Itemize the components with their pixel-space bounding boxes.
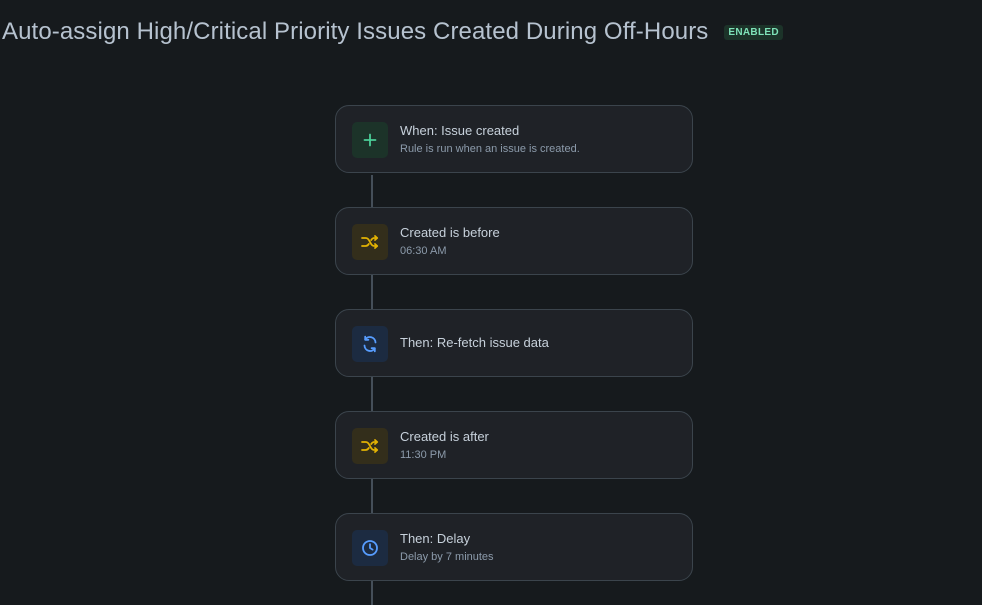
step-description: 11:30 PM — [400, 448, 447, 461]
step-label: Created is before — [400, 224, 500, 240]
condition-card-created-before[interactable]: Created is before 06:30 AM — [335, 207, 693, 275]
step-label: When: Issue created — [400, 122, 520, 138]
step-description: 06:30 AM — [400, 244, 447, 257]
refresh-icon — [352, 326, 388, 362]
rule-title: Auto-assign High/Critical Priority Issue… — [2, 18, 709, 45]
action-card-delay[interactable]: Then: Delay Delay by 7 minutes — [335, 513, 693, 581]
action-card-refetch[interactable]: Then: Re-fetch issue data — [335, 309, 693, 377]
status-badge: ENABLED — [724, 24, 783, 40]
flow-connector — [371, 175, 373, 605]
condition-card-created-after[interactable]: Created is after 11:30 PM — [335, 411, 693, 479]
shuffle-icon — [352, 224, 388, 260]
step-label: Then: Delay — [400, 530, 471, 546]
step-description: Rule is run when an issue is created. — [400, 142, 580, 155]
clock-icon — [352, 530, 388, 566]
plus-icon — [352, 122, 388, 158]
step-label: Created is after — [400, 428, 489, 444]
step-description: Delay by 7 minutes — [400, 550, 494, 563]
shuffle-icon — [352, 428, 388, 464]
step-label: Then: Re-fetch issue data — [400, 335, 549, 350]
trigger-card-issue-created[interactable]: When: Issue created Rule is run when an … — [335, 105, 693, 173]
rule-header: Auto-assign High/Critical Priority Issue… — [2, 18, 783, 46]
